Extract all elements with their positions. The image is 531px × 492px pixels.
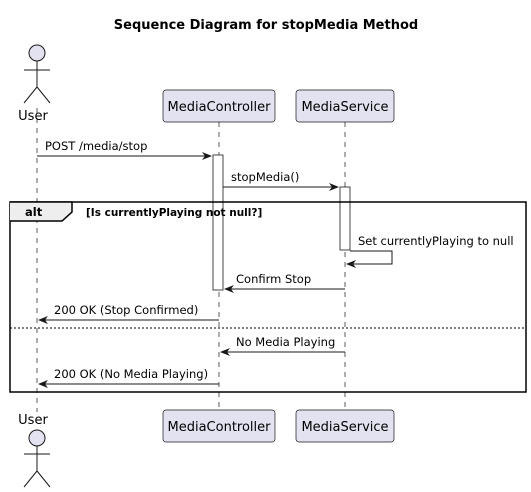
message-label-self-set: Set currentlyPlaying to null	[358, 234, 514, 248]
service-box-top	[295, 89, 395, 123]
alt-fragment-tab	[10, 201, 73, 222]
controller-label-bottom: MediaController	[168, 420, 272, 435]
user-actor-icon	[28, 44, 46, 62]
message-label-post-stop: POST /media/stop	[45, 139, 147, 153]
service-activation	[339, 186, 351, 251]
controller-box-top	[162, 89, 276, 123]
alt-keyword: alt	[25, 205, 43, 219]
message-label-no-media-ok: 200 OK (No Media Playing)	[54, 367, 208, 381]
message-arrow-self-set	[346, 250, 393, 268]
user-actor-top	[23, 44, 51, 104]
controller-box-bottom	[162, 409, 276, 443]
controller-activation	[212, 154, 224, 291]
service-label-top: MediaService	[301, 100, 388, 115]
alt-guard: [Is currentlyPlaying not null?]	[86, 207, 262, 219]
message-label-no-media: No Media Playing	[236, 335, 335, 349]
user-actor-icon	[28, 429, 46, 447]
alt-fragment	[9, 201, 527, 393]
user-actor-bottom	[23, 429, 51, 488]
message-label-confirm-stop: Confirm Stop	[236, 272, 311, 286]
user-label-bottom: User	[18, 413, 48, 428]
service-box-bottom	[295, 409, 395, 443]
message-label-stop-media: stopMedia()	[231, 170, 299, 184]
user-label-top: User	[18, 109, 48, 124]
diagram-title: Sequence Diagram for stopMedia Method	[114, 18, 418, 33]
controller-label-top: MediaController	[168, 100, 272, 115]
message-label-stop-confirmed: 200 OK (Stop Confirmed)	[54, 303, 198, 317]
service-label-bottom: MediaService	[301, 420, 388, 435]
